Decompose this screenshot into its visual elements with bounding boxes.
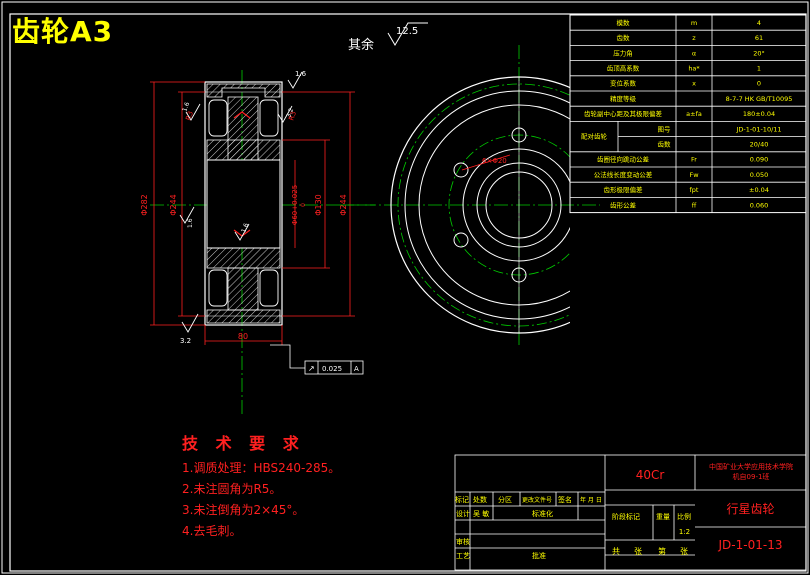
param-value: 0.090 [750,156,769,164]
param-name: 压力角 [613,48,633,57]
param-name: 齿顶高系数 [607,64,640,73]
param-symbol: Fw [689,171,699,179]
param-symbol: α [692,49,696,57]
roughness-top: 1.6 [295,70,307,78]
param-name: 公法线长度变动公差 [594,170,653,179]
param-name: 模数 [617,18,631,27]
dim-d60: Φ60+0.025 [291,185,299,225]
dim-r3-right: R3 [287,110,298,122]
param-value: ±0.04 [749,186,769,194]
parameter-table: 模数 m 4 齿数 z 61 压力角 α 20° 齿顶高系数 ha* 1 变位系数 x 0 精度等级 8-7-7… [569,14,807,214]
param-value: 1 [757,65,761,73]
front-view: 6×Φ20 [340,45,600,345]
param-value: 0.060 [750,201,769,209]
dim-d130: Φ130 [314,194,323,216]
inner-frame [9,13,807,572]
param-symbol: x [692,80,696,88]
roughness-right: 3.2 [285,107,295,119]
param-symbol: z [692,34,696,42]
title-block [454,454,807,571]
param-name: 变位系数 [610,79,637,88]
param-symbol: fpt [690,186,699,194]
dim-d244-left: Φ244 [169,194,178,216]
gtol-datum: A [354,365,359,373]
gtol-value: 0.025 [322,365,342,373]
param-value: 0.050 [750,171,769,179]
roughness-other-value: 12.5 [396,26,418,37]
requirements-heading: 技 术 要 求 [182,434,305,453]
sheet-label: 齿轮A3 [12,15,114,48]
technical-requirements: 技 术 要 求 1.调质处理：HBS240-285。 2.未注圆角为R5。 3.… [182,430,340,542]
param-name: 配对齿轮 [581,132,608,141]
requirement-4: 4.去毛刺。 [182,524,242,538]
dim-r3-left: R3 [184,110,195,122]
param-name: 齿形公差 [610,200,637,209]
roughness-other-label: 其余 [348,37,374,53]
roughness-hub: 1.6 [187,218,194,228]
param-symbol: ff [692,201,697,209]
param-symbol: a±fa [686,110,702,118]
param-name: 齿数 [617,33,631,42]
param-value: 8-7-7 HK GB/T10095 [726,95,793,103]
param-name: 齿圈径向跳动公差 [597,155,650,164]
param-value: 61 [755,34,763,42]
gtol-symbol: ↗ [308,364,315,373]
param-value: 20/40 [750,141,769,149]
dim-d282: Φ282 [140,194,149,216]
param-name: 精度等级 [610,94,637,103]
holes-label: 6×Φ20 [482,157,507,165]
param-symbol: 图号 [658,125,672,133]
param-symbol: m [691,19,697,27]
roughness-left: 1.6 [181,101,191,113]
param-value: 180±0.04 [743,110,775,118]
param-symbol: 齿数 [658,140,672,149]
requirement-3: 3.未注倒角为2×45°。 [182,503,305,517]
requirement-2: 2.未注圆角为R5。 [182,482,282,496]
param-symbol: ha* [688,65,700,73]
section-view: Φ282 Φ244 Φ244 Φ130 Φ60+0.025 0 80 R3 R3… [140,70,375,415]
param-name: 齿形极限偏差 [604,185,644,194]
dim-width-80: 80 [238,332,248,341]
requirement-1: 1.调质处理：HBS240-285。 [182,461,341,475]
roughness-other-symbol [387,22,428,46]
param-value: 0 [757,80,761,88]
param-value: 4 [757,19,761,27]
param-value: JD-1-01-10/11 [735,125,781,133]
roughness-bore: 1.6 [240,222,250,234]
roughness-bottom: 3.2 [180,337,191,345]
param-value: 20° [753,49,765,57]
param-name: 齿轮副中心距及其极限偏差 [584,109,663,118]
dim-d60-lower: 0 [300,203,307,207]
param-symbol: Fr [691,156,697,164]
